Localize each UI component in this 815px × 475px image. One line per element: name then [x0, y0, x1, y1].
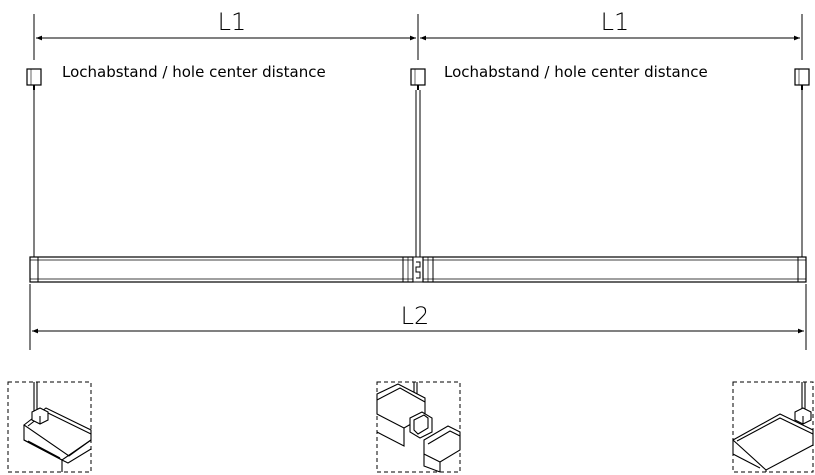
note-hole-distance-left: Lochabstand / hole center distance: [62, 63, 326, 81]
detail-end-cap-left: [7, 381, 92, 473]
suspension-right: [794, 68, 810, 257]
label-l2: L2: [401, 302, 430, 330]
note-hole-distance-right: Lochabstand / hole center distance: [444, 63, 708, 81]
luminaire-body: [29, 256, 807, 283]
suspension-middle: [410, 68, 426, 257]
detail-frame-left: [7, 381, 92, 473]
detail-end-cap-right: [732, 381, 814, 473]
connector-joint: [412, 256, 424, 283]
label-l1-right: L1: [601, 8, 630, 36]
luminaire-segment-left: [29, 256, 414, 283]
detail-connector: [376, 381, 461, 473]
luminaire-segment-right: [422, 256, 807, 283]
suspension-left: [26, 68, 42, 257]
ceiling-canopy-right: [794, 68, 810, 86]
detail-frame-right: [732, 381, 814, 473]
dimension-l2: L2: [29, 284, 807, 350]
dimension-l1-left: L1: [33, 8, 416, 60]
detail-frame-middle: [376, 381, 461, 473]
dimension-l1-right: L1: [417, 8, 803, 60]
ceiling-canopy-middle: [410, 68, 426, 86]
ceiling-canopy-left: [26, 68, 42, 86]
label-l1-left: L1: [218, 8, 247, 36]
